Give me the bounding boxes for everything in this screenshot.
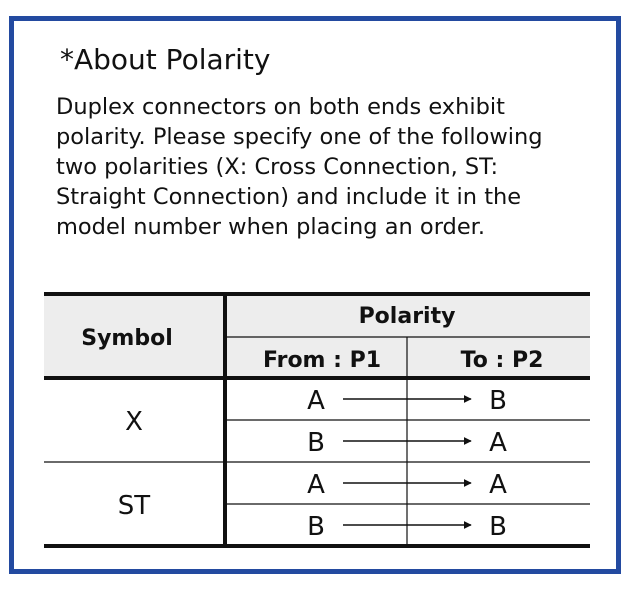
to-header: To : P2 — [461, 348, 544, 373]
from-header: From : P1 — [263, 348, 381, 373]
from-cell: A — [307, 470, 325, 500]
paragraph-line: two polarities (X: Cross Connection, ST: — [56, 154, 499, 180]
to-cell: A — [489, 470, 507, 500]
paragraph-line: polarity. Please specify one of the foll… — [56, 124, 543, 150]
paragraph-line: Straight Connection) and include it in t… — [56, 184, 522, 210]
from-cell: A — [307, 386, 325, 416]
paragraph-line: model number when placing an order. — [56, 214, 486, 240]
paragraph-line: Duplex connectors on both ends exhibit — [56, 94, 505, 120]
symbol-header: Symbol — [81, 326, 173, 351]
to-cell: B — [489, 386, 507, 416]
polarity-header: Polarity — [359, 304, 456, 329]
symbol-cell: X — [125, 407, 143, 437]
table-header-background — [44, 294, 590, 378]
to-cell: B — [489, 512, 507, 542]
notice-paragraph: Duplex connectors on both ends exhibit p… — [56, 92, 596, 242]
notice-heading: *About Polarity — [60, 43, 271, 76]
from-cell: B — [307, 428, 325, 458]
symbol-cell: ST — [118, 491, 151, 521]
from-cell: B — [307, 512, 325, 542]
to-cell: A — [489, 428, 507, 458]
